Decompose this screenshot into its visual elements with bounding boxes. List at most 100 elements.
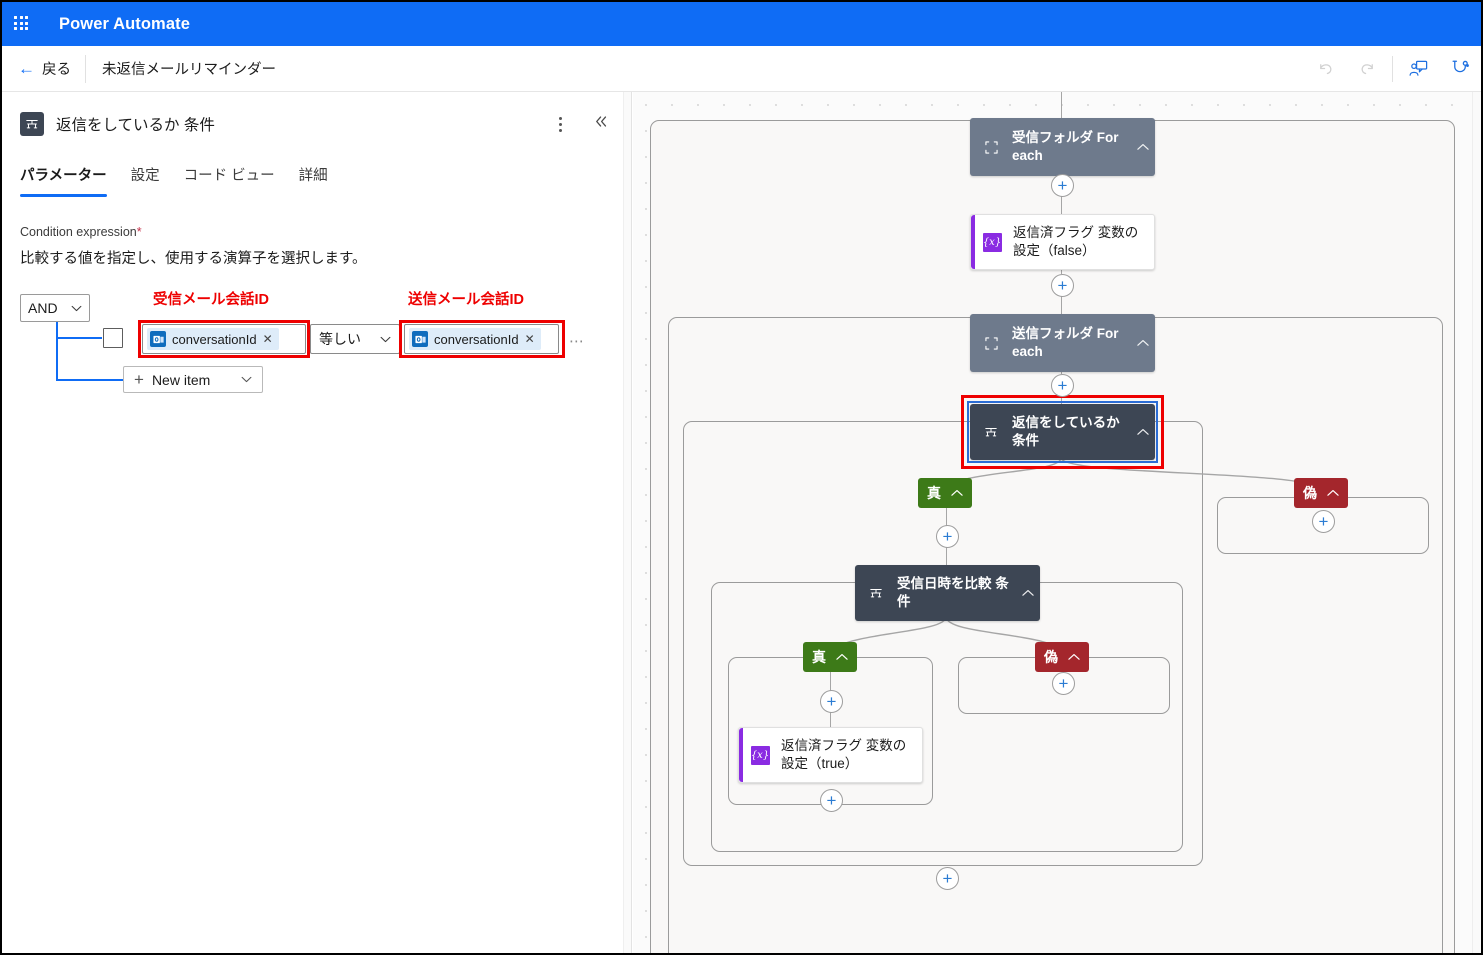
token-chip-left[interactable]: conversationId ✕ — [147, 328, 279, 350]
chevron-up-icon — [951, 490, 963, 496]
node-replied-condition[interactable]: 返信をしているか 条件 — [970, 404, 1155, 460]
condition-expression-label: Condition expression* — [20, 225, 613, 239]
ellipsis-icon[interactable]: ⋯ — [569, 333, 585, 350]
branch-badge-true-inner[interactable]: 真 — [803, 642, 857, 672]
node-sent-foreach[interactable]: 送信フォルダ For each — [970, 314, 1155, 372]
condition-left-value-field[interactable]: conversationId ✕ — [142, 324, 306, 354]
node-replied-condition-label: 返信をしているか 条件 — [1012, 414, 1120, 448]
tab-code-view[interactable]: コード ビュー — [183, 168, 275, 184]
foreach-icon — [978, 336, 1004, 350]
condition-row-checkbox[interactable] — [103, 328, 123, 348]
tab-details[interactable]: 詳細 — [298, 168, 328, 184]
condition-operator-value: 等しい — [319, 331, 361, 347]
condition-icon — [978, 425, 1004, 439]
flow-checker-stethoscope-icon — [1452, 60, 1469, 73]
chevron-down-icon — [380, 336, 391, 342]
command-bar-divider — [1392, 55, 1393, 82]
add-step-button-end-true-branch[interactable]: + — [936, 867, 959, 890]
node-inbox-foreach[interactable]: 受信フォルダ For each — [970, 118, 1155, 176]
branch-badge-true-outer[interactable]: 真 — [918, 478, 972, 508]
node-inbox-foreach-label: 受信フォルダ For each — [1012, 129, 1119, 163]
token-chip-right[interactable]: conversationId ✕ — [409, 328, 541, 350]
panel-header-actions — [551, 112, 617, 136]
chevron-up-icon — [836, 653, 848, 660]
condition-icon — [863, 586, 889, 600]
plus-icon: + — [826, 791, 837, 810]
add-step-button-false-branch[interactable]: + — [1312, 510, 1335, 533]
plus-icon: + — [134, 370, 144, 389]
chevron-up-icon[interactable] — [1016, 589, 1040, 597]
brand-title: Power Automate — [59, 14, 190, 33]
redo-button[interactable] — [1346, 46, 1388, 92]
token-chip-left-label: conversationId — [172, 331, 257, 347]
back-button[interactable]: ← 戻る — [2, 46, 85, 92]
panel-header: 返信をしているか 条件 — [2, 92, 631, 136]
back-button-label: 戻る — [42, 62, 71, 78]
app-launcher-grid-icon — [14, 16, 30, 32]
chevron-up-icon[interactable] — [1131, 428, 1155, 436]
plus-icon: + — [1058, 674, 1069, 693]
plus-icon: + — [942, 869, 953, 888]
canvas-vertical-scrollbar[interactable] — [1472, 92, 1481, 953]
undo-button[interactable] — [1304, 46, 1346, 92]
add-step-button-3[interactable]: + — [1051, 374, 1074, 397]
foreach-icon — [978, 140, 1004, 154]
plus-icon: + — [942, 527, 953, 546]
command-bar-separator — [85, 54, 86, 83]
branch-badge-true-inner-label: 真 — [812, 649, 826, 665]
edge-top-to-inbox — [1061, 92, 1063, 118]
panel-scrollbar[interactable] — [623, 92, 631, 953]
node-datetime-condition[interactable]: 受信日時を比較 条件 — [855, 565, 1040, 621]
tab-settings[interactable]: 設定 — [130, 168, 160, 184]
close-icon[interactable]: ✕ — [262, 332, 273, 346]
command-bar: ← 戻る 未返信メールリマインダー — [2, 46, 1481, 92]
logic-operator-select[interactable]: AND — [20, 294, 90, 322]
node-set-flag-false[interactable]: {x} 返信済フラグ 変数の設定（false） — [970, 214, 1155, 270]
edge-plus4-to-datetimecond — [946, 547, 948, 565]
more-vertical-icon[interactable] — [551, 114, 569, 134]
variable-accent-bar — [971, 215, 975, 269]
chevron-up-icon — [1327, 490, 1339, 496]
chevron-up-icon[interactable] — [1131, 339, 1155, 347]
flow-canvas[interactable]: 受信フォルダ For each {x} 返信済フラグ 変数の設定（false） … — [633, 92, 1481, 953]
chevron-up-icon[interactable] — [1131, 143, 1155, 151]
condition-expression-label-text: Condition expression — [20, 225, 137, 239]
outlook-icon — [412, 331, 428, 347]
condition-icon — [20, 112, 44, 136]
app-launcher-button[interactable] — [2, 2, 42, 46]
copilot-feedback-button[interactable] — [1397, 46, 1439, 92]
condition-operator-select[interactable]: 等しい — [310, 324, 400, 354]
chevron-double-left-icon[interactable] — [585, 112, 617, 136]
copilot-feedback-icon — [1408, 60, 1427, 76]
plus-icon: + — [1057, 176, 1068, 195]
command-bar-actions — [1304, 46, 1481, 92]
annotation-left-label: 受信メール会話ID — [153, 292, 269, 308]
branch-badge-false-inner[interactable]: 偽 — [1035, 642, 1089, 672]
plus-icon: + — [1057, 276, 1068, 295]
node-properties-panel: 返信をしているか 条件 パラメーター 設定 コード ビュー 詳細 Conditi… — [2, 92, 632, 953]
condition-right-value-field[interactable]: conversationId ✕ — [404, 324, 559, 354]
brand-bar: Power Automate — [2, 2, 1481, 46]
close-icon[interactable]: ✕ — [524, 332, 535, 346]
tab-parameters[interactable]: パラメーター — [20, 164, 121, 197]
plus-icon: + — [1057, 376, 1068, 395]
add-step-button-1[interactable]: + — [1051, 174, 1074, 197]
new-item-button[interactable]: + New item — [123, 366, 263, 393]
chevron-down-icon — [241, 376, 252, 383]
node-set-flag-true[interactable]: {x} 返信済フラグ 変数の設定（true） — [738, 727, 923, 783]
add-step-button-after-set-true[interactable]: + — [820, 789, 843, 812]
tree-connector-newitem — [56, 379, 123, 381]
variable-accent-bar — [739, 728, 743, 782]
branch-badge-false-outer[interactable]: 偽 — [1294, 478, 1348, 508]
edge-plus1-to-setfalse — [1061, 196, 1063, 214]
add-step-button-true-branch[interactable]: + — [936, 525, 959, 548]
add-step-button-inner-false[interactable]: + — [1052, 672, 1075, 695]
token-chip-right-label: conversationId — [434, 331, 519, 347]
flow-checker-button[interactable] — [1439, 46, 1481, 92]
branch-badge-false-outer-label: 偽 — [1303, 485, 1317, 501]
chevron-up-icon — [1068, 653, 1080, 660]
add-step-button-inner-true[interactable]: + — [820, 690, 843, 713]
condition-builder: AND 受信メール会話ID 送信メール会話ID — [20, 292, 613, 404]
add-step-button-2[interactable]: + — [1051, 274, 1074, 297]
